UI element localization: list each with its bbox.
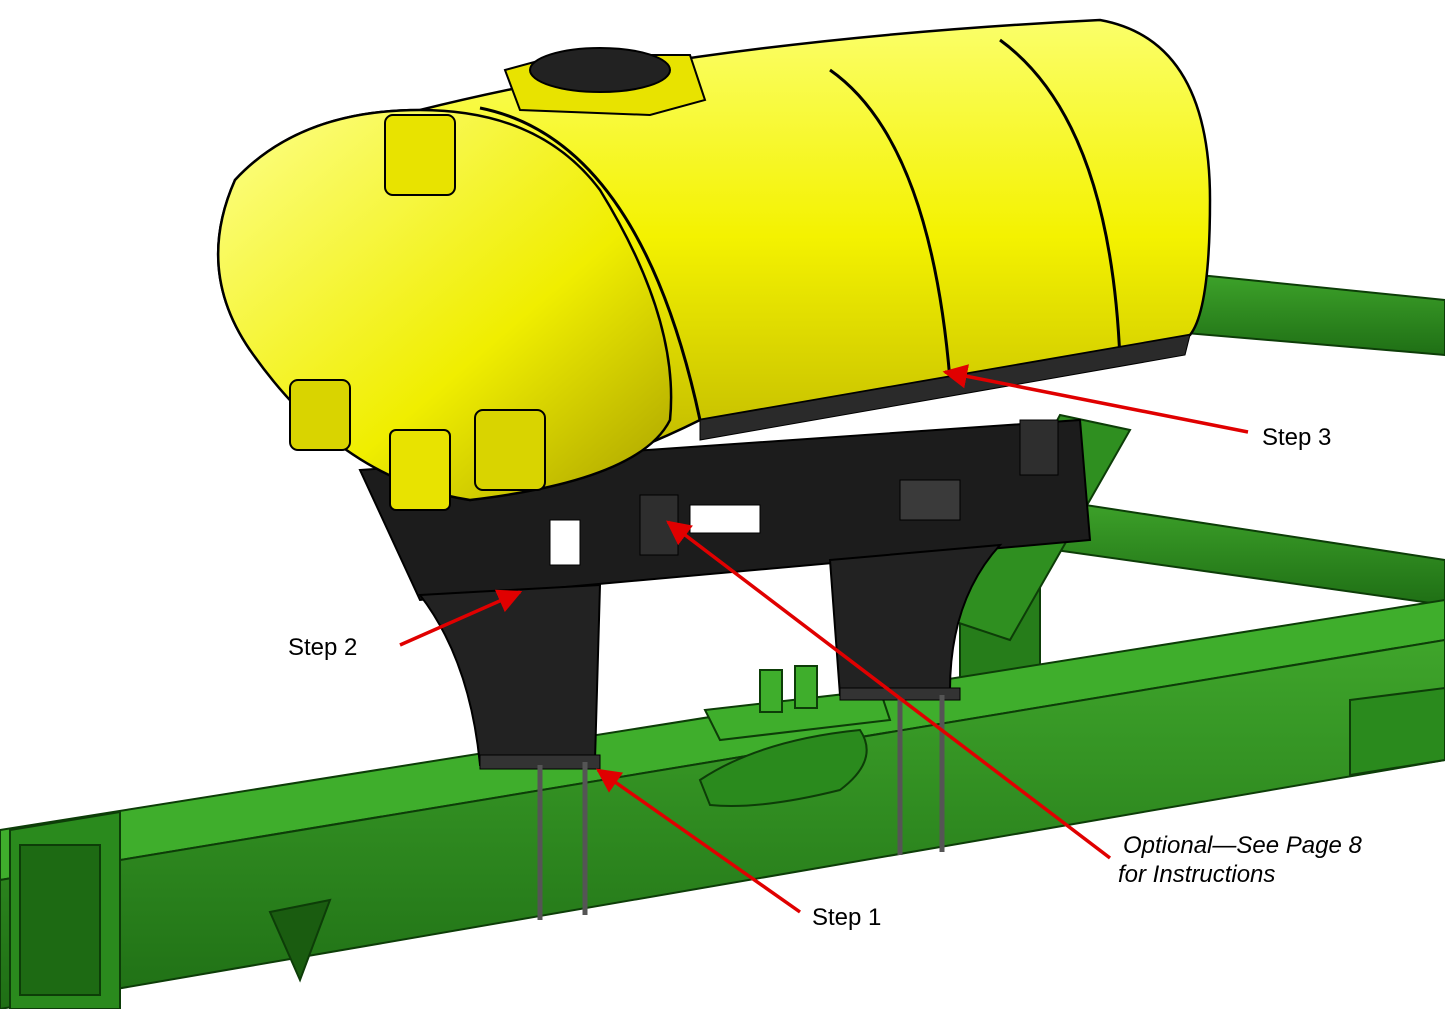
- label-step3: Step 3: [1262, 424, 1332, 451]
- label-step2: Step 2: [288, 634, 358, 661]
- toolbar-beam: [0, 598, 1445, 1009]
- label-optional-line2: for Instructions: [1118, 861, 1276, 888]
- label-step1: Step 1: [812, 904, 882, 931]
- u-bolts: [537, 695, 945, 920]
- label-optional-line1: Optional—See Page 8: [1123, 832, 1362, 859]
- arrow-step3: [942, 364, 1249, 434]
- arrow-step2: [399, 589, 523, 647]
- callout-arrows: [399, 364, 1249, 914]
- arrow-step1: [595, 768, 802, 914]
- fertilizer-tank: [216, 18, 1212, 511]
- arrow-optional: [666, 520, 1112, 860]
